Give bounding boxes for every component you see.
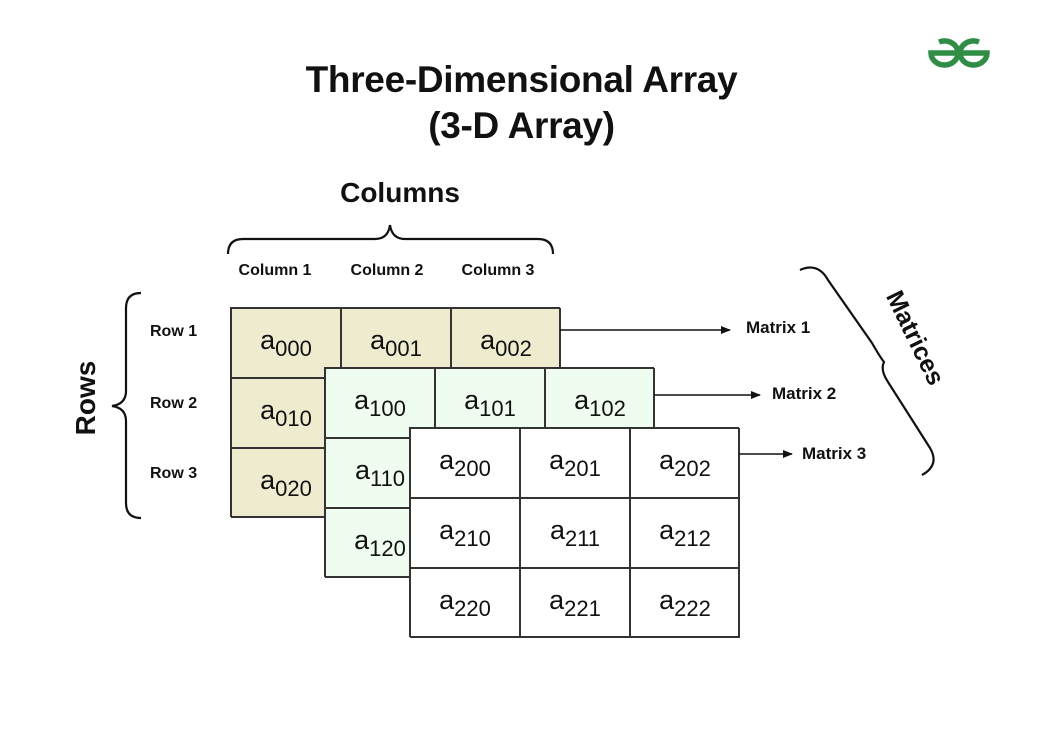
- row-label-1: Row 1: [150, 323, 198, 340]
- rows-axis-title: Rows: [70, 360, 101, 436]
- geeksforgeeks-logo-icon: [928, 38, 990, 68]
- diagram-title: Three-Dimensional Array: [305, 59, 738, 100]
- column-label-1: Column 1: [238, 262, 312, 279]
- matrix-label-3: Matrix 3: [802, 444, 867, 463]
- matrix-label-2: Matrix 2: [772, 384, 837, 403]
- column-label-3: Column 3: [461, 262, 535, 279]
- column-label-2: Column 2: [350, 262, 424, 279]
- row-label-2: Row 2: [150, 395, 198, 412]
- rows-brace: [111, 291, 142, 520]
- matrix-label-1: Matrix 1: [746, 318, 811, 337]
- columns-axis-title: Columns: [340, 177, 460, 208]
- matrices-axis-title: Matrices: [880, 286, 950, 390]
- diagram-subtitle: (3-D Array): [428, 105, 615, 146]
- columns-brace: [226, 224, 555, 255]
- row-label-3: Row 3: [150, 465, 198, 482]
